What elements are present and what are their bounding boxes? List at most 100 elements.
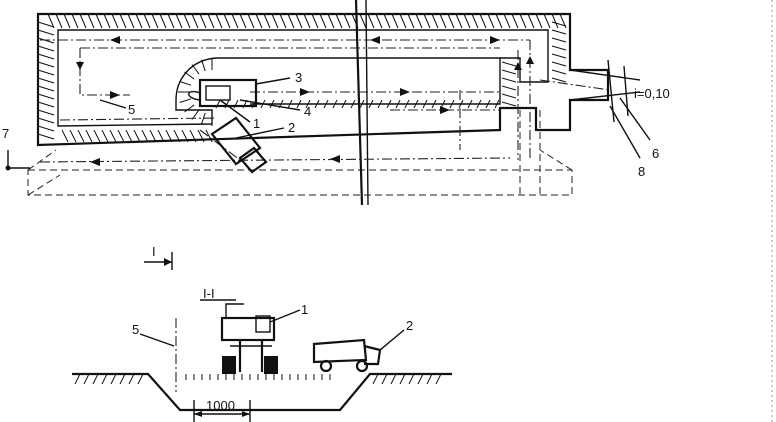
- hatch-tick: [551, 61, 567, 67]
- hatch-tick: [511, 13, 519, 29]
- hatch-tick: [495, 13, 503, 29]
- hatch-tick: [422, 99, 428, 109]
- hatch-tick: [149, 129, 157, 143]
- plan-callout-4: 4: [304, 104, 311, 119]
- hatch-tick: [501, 77, 517, 83]
- hatch-tick: [37, 21, 55, 28]
- hatch-tick: [383, 13, 391, 29]
- hatch-tick: [231, 13, 239, 29]
- hatch-tick: [183, 13, 191, 29]
- hatch-tick: [431, 99, 437, 109]
- next-tier-outline: [27, 110, 573, 196]
- hatch-tick: [494, 99, 500, 109]
- hatch-tick: [133, 129, 141, 143]
- hatch-tick: [372, 373, 379, 385]
- hatch-tick: [137, 373, 144, 385]
- hatch-tick: [359, 99, 365, 109]
- plan-callout-8: 8: [638, 164, 645, 179]
- hatch-tick: [95, 13, 103, 29]
- plan-callout-6: 6: [652, 146, 659, 161]
- hatch-tick: [37, 133, 55, 140]
- hatch-tick: [296, 99, 302, 109]
- plan-callout-1: 1: [253, 116, 260, 131]
- hatch-tick: [359, 13, 367, 29]
- hatch-tick: [128, 373, 135, 385]
- plan-callouts: 3 4 1 2 5 6 8 7 i=0,10: [2, 70, 670, 179]
- hatch-tick: [501, 69, 517, 75]
- pit-plan: [36, 12, 641, 147]
- hatch-tick: [551, 37, 567, 43]
- slope-label: i=0,10: [634, 86, 670, 101]
- hatch-tick: [404, 99, 410, 109]
- hatch-tick: [79, 13, 87, 29]
- hatch-tick: [501, 85, 517, 91]
- section-callout-5: 5: [132, 322, 139, 337]
- hatch-tick: [279, 13, 287, 29]
- hatch-tick: [327, 13, 335, 29]
- hatch-tick: [415, 13, 423, 29]
- hatch-tick: [117, 129, 125, 143]
- hatch-tick: [167, 13, 175, 29]
- hatch-tick: [467, 99, 473, 109]
- hatch-tick: [395, 99, 401, 109]
- hatch-tick: [119, 373, 126, 385]
- hatch-tick: [527, 13, 535, 29]
- hatch-tick: [87, 13, 95, 29]
- hatch-tick: [157, 129, 165, 143]
- slope-hatching-face: [178, 58, 213, 126]
- hatch-tick: [55, 13, 63, 29]
- hatch-tick: [61, 129, 69, 143]
- dimension-label: 1000: [206, 398, 235, 413]
- pit-inner-step: [250, 58, 501, 105]
- hatch-tick: [83, 373, 90, 385]
- hatch-tick: [85, 129, 93, 143]
- section-title: I-I: [203, 286, 215, 301]
- hatch-tick: [247, 13, 255, 29]
- slope-hatching-right: [501, 21, 567, 107]
- hatch-tick: [399, 13, 407, 29]
- hatch-tick: [71, 13, 79, 29]
- hatch-tick: [74, 373, 81, 385]
- hatch-tick: [263, 13, 271, 29]
- hatch-tick: [189, 129, 197, 143]
- hatch-tick: [37, 125, 55, 132]
- hatch-tick: [184, 104, 195, 113]
- section-marker: I: [144, 244, 173, 270]
- hatch-tick: [92, 373, 99, 385]
- dimension-1000: 1000: [193, 398, 251, 422]
- slope-hatching-bottom: [61, 99, 500, 143]
- hatch-tick: [239, 13, 247, 29]
- hatch-tick: [141, 129, 149, 143]
- plan-callout-7: 7: [2, 126, 9, 141]
- hatch-tick: [407, 13, 415, 29]
- hatch-tick: [197, 129, 205, 143]
- hatch-tick: [127, 13, 135, 29]
- hatch-tick: [103, 13, 111, 29]
- hatch-tick: [175, 13, 183, 29]
- hatch-tick: [205, 129, 213, 143]
- hatch-tick: [179, 98, 192, 103]
- hatch-tick: [439, 13, 447, 29]
- hatch-tick: [476, 99, 482, 109]
- dump-truck-plan: [210, 116, 268, 174]
- hatch-tick: [305, 99, 311, 109]
- hatch-tick: [551, 13, 559, 29]
- hatch-tick: [449, 99, 455, 109]
- hatch-tick: [323, 99, 329, 109]
- pit-bottom-ticks: [185, 374, 331, 380]
- hatch-tick: [551, 69, 567, 75]
- hatch-tick: [287, 13, 295, 29]
- hatch-tick: [519, 13, 527, 29]
- hatch-tick: [69, 129, 77, 143]
- hatch-tick: [543, 13, 551, 29]
- hatch-tick: [501, 101, 517, 107]
- hatch-tick: [255, 13, 263, 29]
- hatch-tick: [463, 13, 471, 29]
- hatch-tick: [111, 13, 119, 29]
- hatch-tick: [184, 71, 195, 80]
- hatch-tick: [47, 13, 55, 29]
- hatch-tick: [269, 99, 275, 109]
- hatch-tick: [501, 61, 517, 67]
- hatch-tick: [295, 13, 303, 29]
- section-marker-label: I: [152, 244, 156, 259]
